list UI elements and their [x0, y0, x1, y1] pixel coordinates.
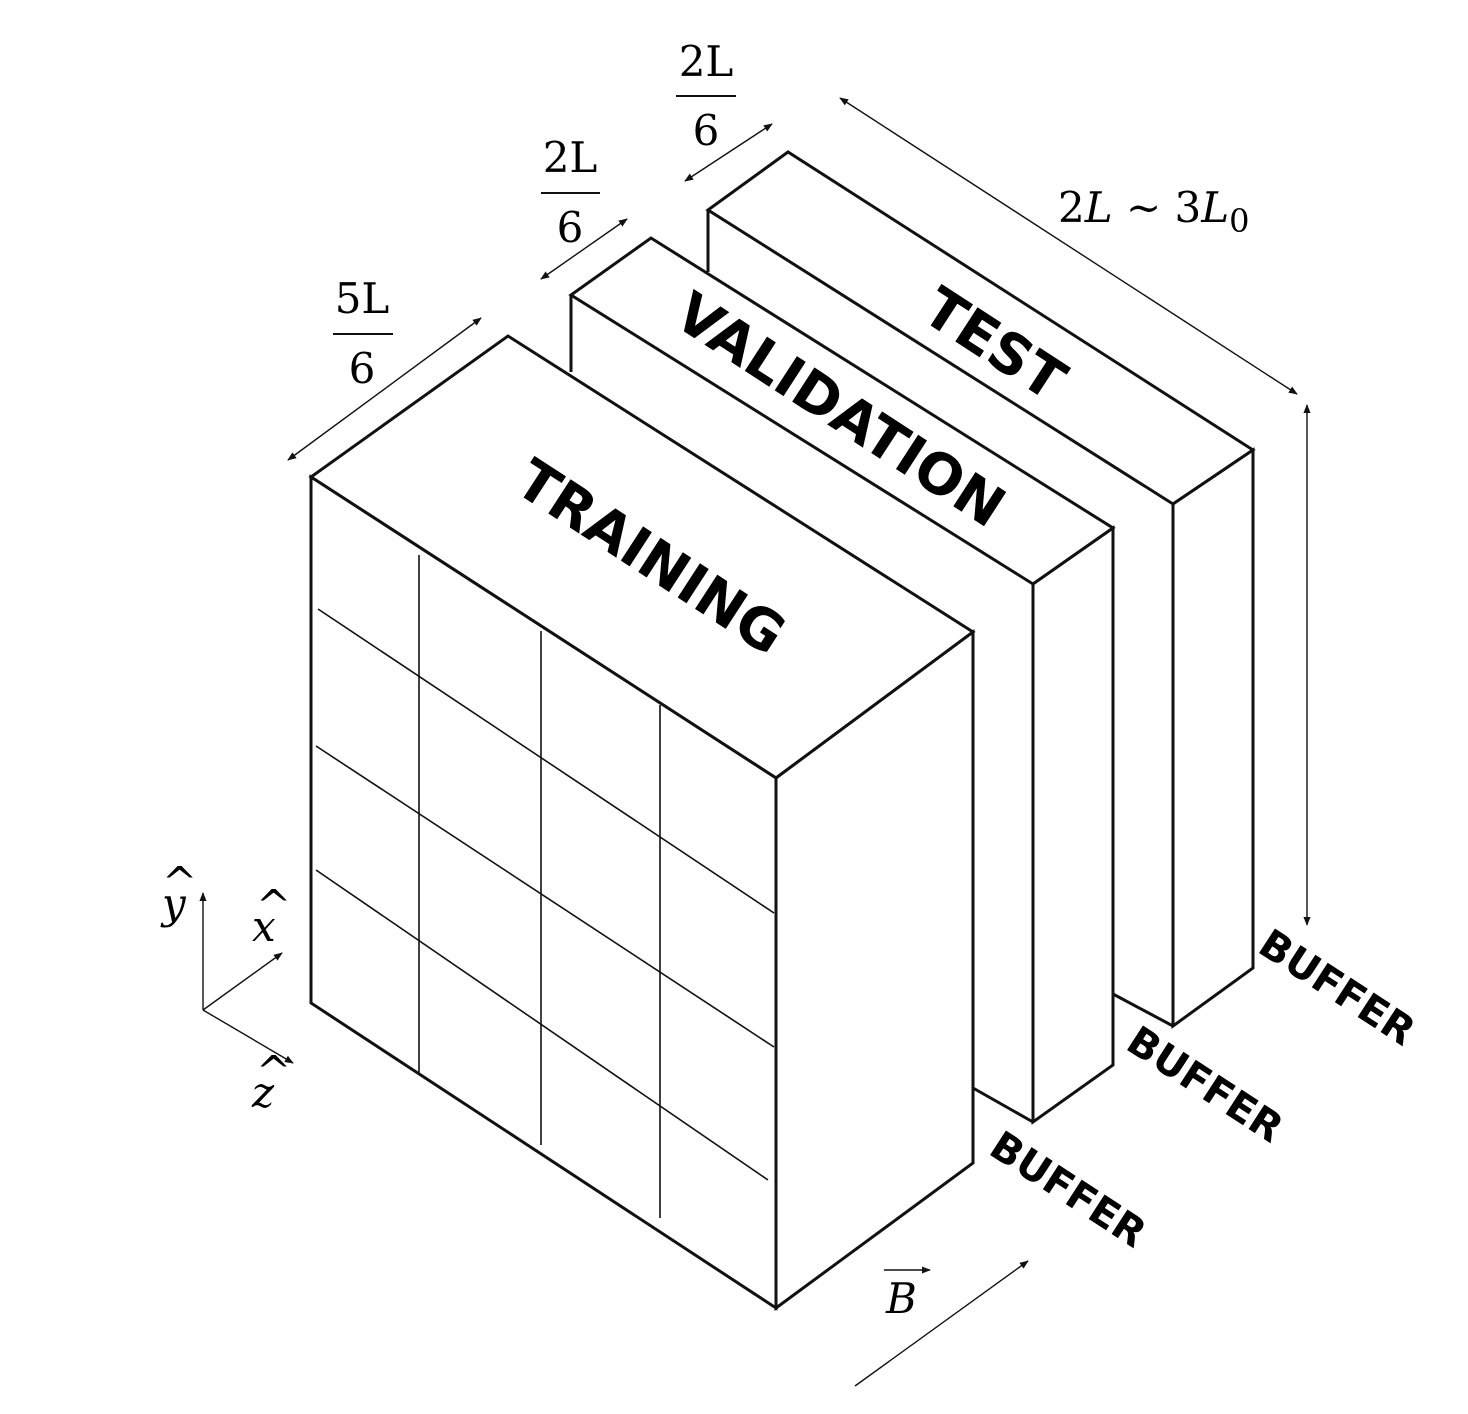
- test-block-bottom-edge: [1112, 992, 1174, 1028]
- coordinate-axes: y ^ x ^ z ^: [160, 858, 294, 1117]
- length-subscript: 0: [1229, 202, 1249, 240]
- validation-block-bottom-edge: [972, 1086, 1034, 1124]
- validation-block: [568, 236, 1116, 1125]
- training-depth-label: 5L 6: [333, 274, 393, 393]
- grid-line: [315, 869, 769, 1181]
- grid-line: [315, 745, 775, 1048]
- validation-block-side-face: [1031, 525, 1115, 1125]
- length-sep: ~: [1113, 183, 1175, 232]
- fraction-numerator: 5L: [335, 274, 390, 323]
- fraction-numerator: 2L: [679, 37, 734, 86]
- x-axis-arrow: [202, 952, 283, 1011]
- magnetic-field-indicator: B: [854, 1260, 1029, 1387]
- z-axis-arrow: [202, 1009, 294, 1064]
- test-depth-label: 2L 6: [676, 37, 736, 155]
- grid-line: [317, 608, 775, 914]
- buffer-label-training: BUFFER: [982, 1123, 1154, 1257]
- training-grid: [315, 555, 775, 1218]
- field-symbol: B: [885, 1274, 917, 1323]
- test-block-side-face: [1171, 447, 1255, 1029]
- length-coef2: 3: [1175, 183, 1202, 232]
- z-axis-label: z: [251, 1068, 275, 1117]
- training-depth-arrow: [287, 317, 482, 461]
- buffer-label-test: BUFFER: [1251, 921, 1423, 1055]
- length-label: 2L ~ 3L0: [1058, 183, 1250, 240]
- length-arrow: [839, 97, 1298, 395]
- length-var: L: [1084, 183, 1113, 232]
- test-depth-arrow: [684, 123, 773, 182]
- y-axis-label: y: [160, 879, 187, 928]
- y-axis-hat: ^: [162, 858, 197, 907]
- training-block-side-face: [774, 629, 975, 1311]
- fraction-numerator: 2L: [543, 133, 598, 182]
- fraction-denominator: 6: [557, 203, 584, 252]
- x-axis-hat: ^: [256, 881, 291, 930]
- buffer-label-validation: BUFFER: [1119, 1018, 1291, 1152]
- validation-depth-arrow: [540, 218, 628, 280]
- validation-depth-label: 2L 6: [541, 133, 600, 252]
- fraction-denominator: 6: [693, 106, 720, 155]
- length-coef: 2: [1058, 183, 1085, 232]
- x-axis-label: x: [252, 902, 276, 951]
- field-direction-arrow: [854, 1260, 1029, 1387]
- fraction-denominator: 6: [349, 344, 376, 393]
- z-axis-hat: ^: [256, 1047, 291, 1096]
- length-var2: L: [1200, 183, 1229, 232]
